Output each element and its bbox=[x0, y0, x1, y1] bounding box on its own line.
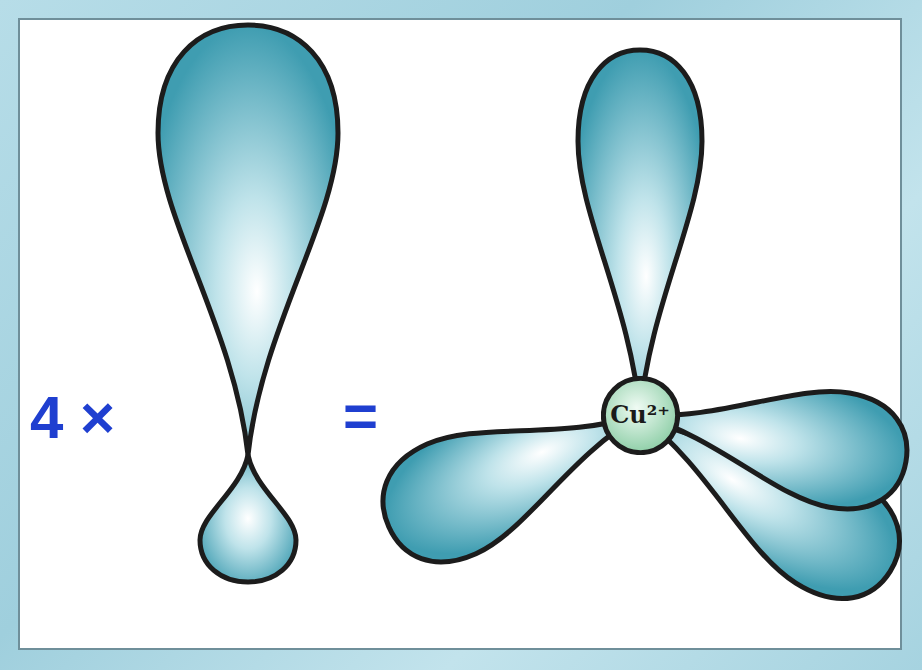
big-lobe bbox=[158, 25, 338, 455]
lobe-top bbox=[578, 50, 702, 415]
equals-sign: = bbox=[343, 386, 378, 446]
metal-ion-circle: Cu²⁺ bbox=[601, 376, 680, 455]
lobe-right bbox=[630, 358, 916, 519]
ion-label: Cu²⁺ bbox=[610, 403, 670, 427]
multiplier-label: 4 × bbox=[30, 388, 115, 448]
small-lobe bbox=[200, 455, 296, 582]
